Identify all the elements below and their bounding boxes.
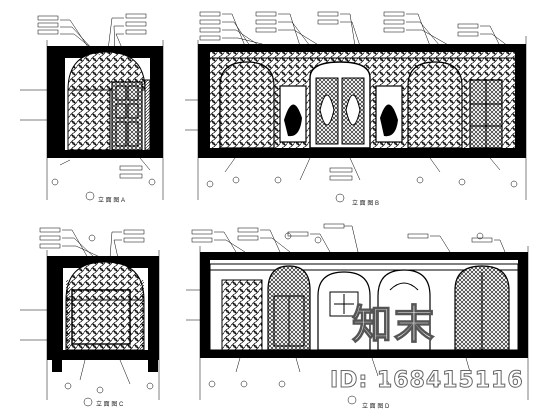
elevation-bottom-left (20, 227, 160, 407)
elevation-top-left (20, 13, 164, 201)
watermark-logo: 知末 (351, 301, 436, 348)
watermark-id: ID: 168415116 (330, 368, 524, 394)
elevation-caption: 立 面 图 B (352, 201, 380, 207)
elevation-caption: 立 面 图 D (362, 404, 390, 410)
elevation-caption: 立 面 图 C (96, 402, 124, 408)
elevation-bottom-right (186, 223, 529, 405)
elevation-caption: 立 面 图 A (98, 198, 126, 204)
elevation-top-right (185, 11, 527, 203)
